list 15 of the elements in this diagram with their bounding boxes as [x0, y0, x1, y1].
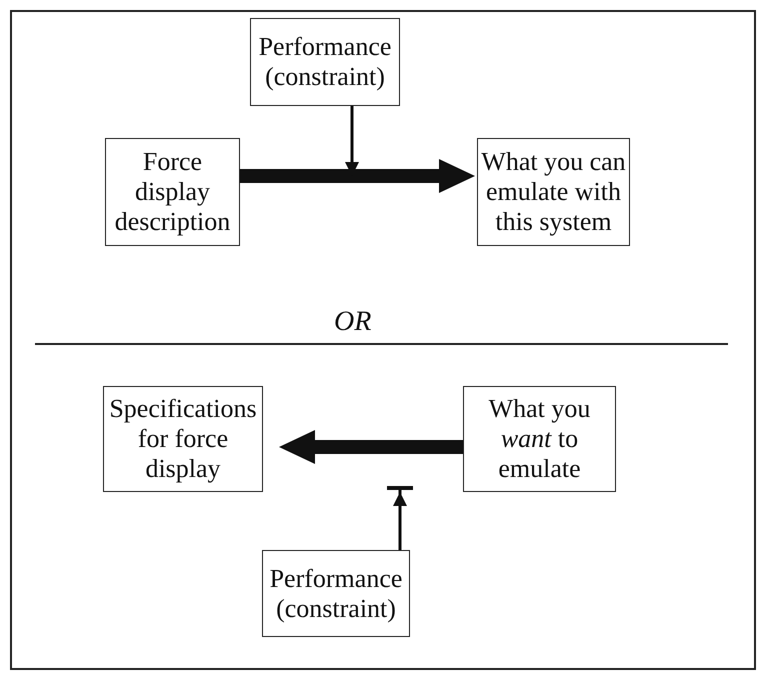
text-box [463, 386, 616, 492]
separator-label: OR [334, 306, 372, 337]
box-text: What you can emulate with this system [480, 147, 627, 237]
text-box [105, 138, 240, 246]
text-box [262, 550, 410, 637]
text-box [103, 386, 263, 492]
box-text: Specifications for force display [108, 394, 258, 484]
text-box [477, 138, 630, 246]
box-text: Force display description [114, 147, 232, 237]
box-text: Performance (constraint) [268, 564, 404, 624]
box-text: What you want to emulate [488, 394, 592, 484]
thick-arrow [240, 159, 475, 193]
box-text: Performance (constraint) [258, 32, 392, 92]
thick-arrow [279, 430, 463, 464]
text-box [250, 18, 400, 106]
